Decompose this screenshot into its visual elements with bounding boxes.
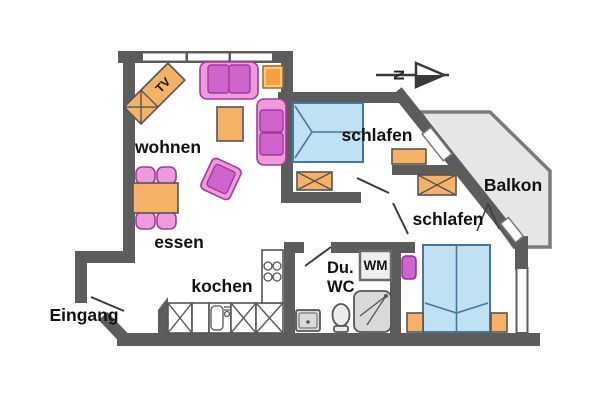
coffee-table	[216, 106, 244, 142]
bed-top	[292, 102, 364, 163]
armchair	[200, 157, 242, 201]
balcony-door-swing	[476, 203, 500, 232]
shower	[353, 290, 392, 333]
side-table	[262, 65, 284, 89]
room-label-balkon: Balkon	[484, 175, 542, 195]
dining-chair	[156, 211, 177, 230]
window-top	[143, 53, 272, 61]
dining-chair	[135, 211, 156, 230]
tv-unit: TV	[122, 62, 186, 126]
bed-right	[422, 244, 491, 333]
washing-machine: WM	[358, 249, 393, 282]
wardrobe-right-room	[417, 174, 457, 196]
sofa-right	[256, 98, 287, 166]
bathroom-sink	[295, 309, 321, 332]
north-arrow: N	[376, 61, 449, 89]
north-letter: N	[390, 70, 407, 81]
room-label-kochen: kochen	[191, 276, 252, 296]
room-label-du: Du.	[327, 259, 354, 277]
dining-chair	[156, 166, 177, 185]
room-label-wohnen: wohnen	[134, 137, 201, 157]
dining-chair	[135, 166, 156, 185]
diagonal-wall	[392, 87, 526, 251]
wardrobe-top-room	[296, 171, 333, 191]
sofa-top	[199, 61, 259, 100]
stove	[261, 249, 284, 304]
door-swing-schlafen-right	[392, 202, 409, 235]
door-swing-schlafen-top	[356, 177, 390, 194]
window-right	[515, 267, 529, 334]
kitchen-counter	[167, 302, 284, 334]
room-label-schlafen-right: schlafen	[413, 209, 484, 229]
room-label-schlafen-top: schlafen	[342, 125, 413, 145]
nightstand	[406, 312, 424, 333]
nightstand	[490, 312, 508, 333]
toilet	[331, 303, 351, 333]
dining-set	[132, 166, 179, 230]
dining-table	[132, 182, 179, 214]
balcony-door-bottom	[499, 216, 525, 244]
room-label-wc: WC	[327, 278, 355, 296]
balcony-door-top	[421, 126, 453, 162]
door-swing-entrance	[90, 296, 125, 312]
door-swing-bathroom	[304, 246, 332, 267]
washing-machine-label: WM	[364, 258, 388, 273]
stool	[401, 255, 417, 280]
room-label-eingang: Eingang	[49, 305, 118, 325]
room-label-essen: essen	[154, 232, 204, 252]
dresser	[391, 148, 427, 165]
